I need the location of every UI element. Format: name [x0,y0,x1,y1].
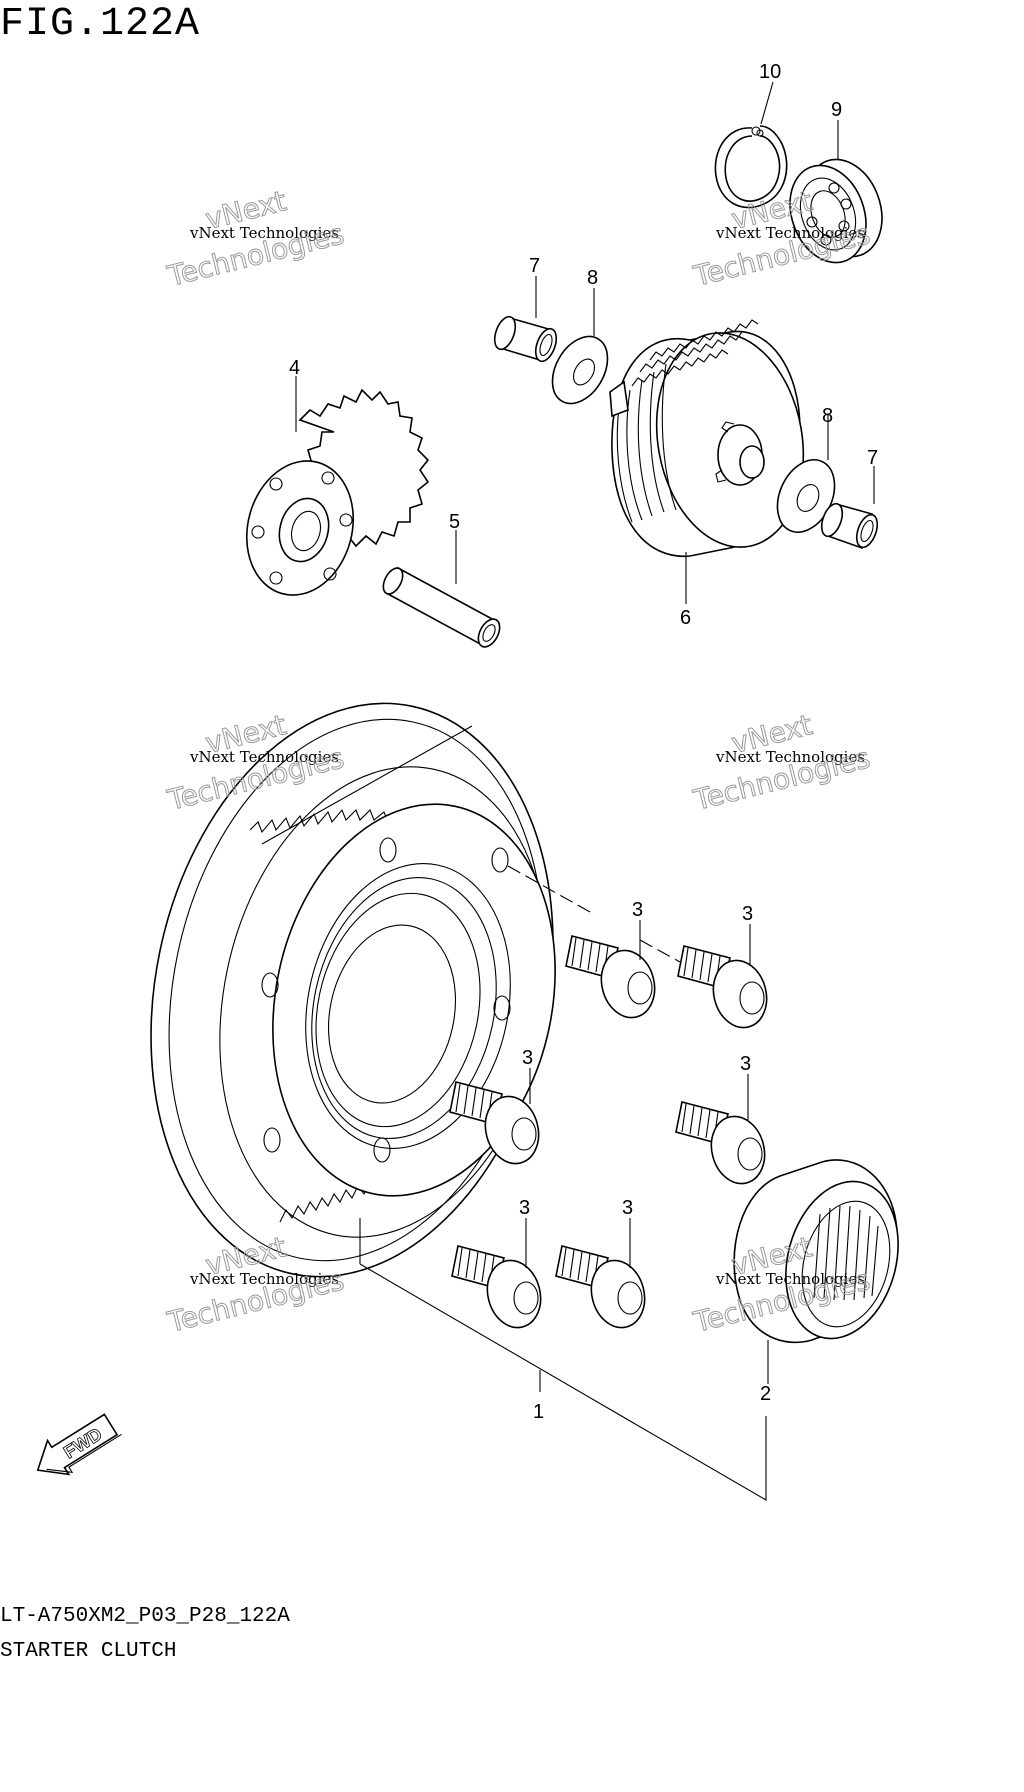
part-10-circlip[interactable] [714,125,788,209]
part-3-bolt-a[interactable] [565,935,662,1024]
svg-text:vNext Technologies: vNext Technologies [715,1270,865,1288]
callout-10: 10 [759,61,781,83]
part-2-one-way-bearing[interactable] [733,1159,915,1351]
figure-code: LT-A750XM2_P03_P28_122A [0,1605,290,1628]
callout-3-e: 3 [519,1197,530,1219]
callout-3-b: 3 [742,903,753,925]
callout-8-upper: 8 [587,267,598,289]
figure-title: FIG.122A [0,2,201,47]
part-3-bolt-f[interactable] [555,1245,652,1334]
assembly-line [507,865,591,913]
part-4-idle-gear[interactable] [232,388,430,607]
callout-7-upper: 7 [529,255,540,277]
svg-text:vNext Technologies: vNext Technologies [715,748,865,766]
callout-2: 2 [760,1383,771,1405]
part-7-bushing-upper[interactable] [491,314,561,364]
callout-9: 9 [831,99,842,121]
svg-text:vNext Technologies: vNext Technologies [189,748,339,766]
callout-1: 1 [533,1401,544,1423]
callout-3-a: 3 [632,899,643,921]
callout-5: 5 [449,511,460,533]
part-7-bushing-lower[interactable] [818,501,882,550]
part-5-shaft[interactable] [379,565,504,651]
fwd-arrow-icon: FWD [36,1413,122,1476]
part-3-bolt-d[interactable] [675,1101,772,1190]
part-6-clutch-gear[interactable] [609,319,820,559]
callout-3-d: 3 [740,1053,751,1075]
figure-name: STARTER CLUTCH [0,1640,177,1663]
leader-lines [295,81,875,1501]
part-8-washer-upper[interactable] [541,327,619,413]
callout-4: 4 [289,357,300,379]
callout-8-lower: 8 [822,405,833,427]
callout-6: 6 [680,607,691,629]
svg-text:vNext Technologies: vNext Technologies [189,224,339,242]
callout-7-lower: 7 [867,447,878,469]
watermark: vNext Technologies vNext Technologies [689,184,873,294]
svg-text:vNext Technologies: vNext Technologies [715,224,865,242]
callout-3-c: 3 [522,1047,533,1069]
part-3-bolt-b[interactable] [677,945,774,1034]
svg-text:vNext Technologies: vNext Technologies [189,1270,339,1288]
part-3-bolt-c[interactable] [449,1081,546,1170]
watermark: vNext Technologies vNext Technologies [689,708,873,818]
callout-3-f: 3 [622,1197,633,1219]
part-3-bolt-e[interactable] [451,1245,548,1334]
part-9-bearing[interactable] [777,149,895,274]
assembly-line [639,939,681,963]
watermark: vNext Technologies vNext Technologies [163,184,347,294]
